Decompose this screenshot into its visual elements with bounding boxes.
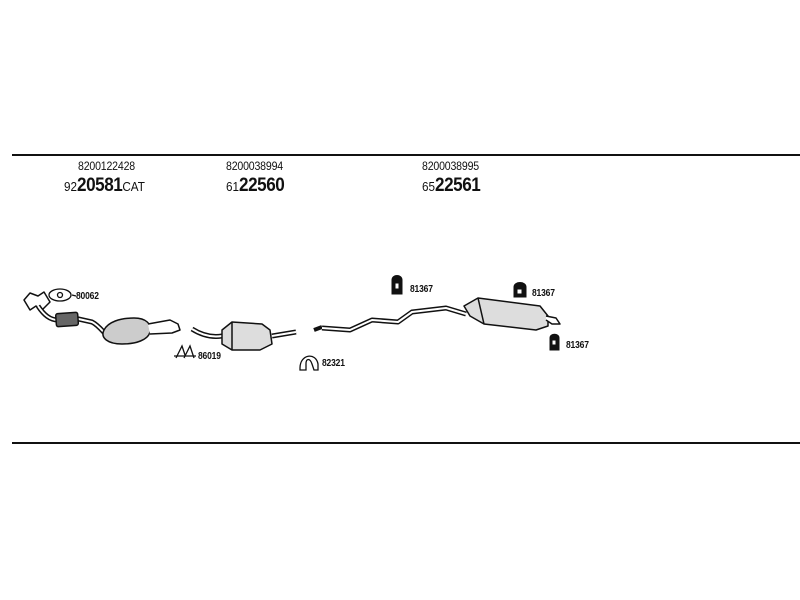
top-divider bbox=[12, 154, 800, 156]
part-number-rear-silencer: 6522561 bbox=[422, 175, 481, 196]
bottom-divider bbox=[12, 442, 800, 444]
oem-number-middle-silencer: 8200038994 bbox=[226, 159, 283, 173]
rubber-mount-callout: 81367 bbox=[410, 284, 433, 295]
part-main-number: 22561 bbox=[435, 175, 481, 196]
ring-clamp-icon bbox=[299, 355, 319, 371]
part-main-number: 22560 bbox=[239, 175, 285, 196]
part-number-middle-silencer: 6122560 bbox=[226, 175, 285, 196]
rubber-mount-callout: 81367 bbox=[532, 288, 555, 299]
rubber-mount-callout: 81367 bbox=[566, 340, 589, 351]
part-prefix: 61 bbox=[226, 179, 240, 194]
gasket-icon bbox=[48, 288, 77, 302]
clamp-callout: 86019 bbox=[198, 351, 221, 362]
ring-clamp-callout: 82321 bbox=[322, 358, 345, 369]
oem-number-front-pipe: 8200122428 bbox=[78, 159, 135, 173]
rear-pipe-assembly bbox=[313, 297, 561, 333]
middle-silencer-assembly bbox=[190, 321, 297, 351]
oem-number-rear-silencer: 8200038995 bbox=[422, 159, 479, 173]
part-number-front-pipe: 9220581CAT bbox=[64, 176, 145, 195]
front-pipe-assembly bbox=[23, 291, 181, 345]
part-main-number: 20581 bbox=[77, 175, 123, 196]
part-prefix: 92 bbox=[64, 179, 78, 194]
rubber-mount-icon bbox=[513, 282, 527, 298]
rubber-mount-icon bbox=[391, 275, 403, 295]
part-prefix: 65 bbox=[422, 179, 436, 194]
gasket-callout: 80062 bbox=[76, 291, 99, 302]
clamp-icon bbox=[174, 344, 196, 359]
rubber-mount-icon bbox=[549, 333, 560, 351]
part-suffix: CAT bbox=[122, 179, 145, 194]
